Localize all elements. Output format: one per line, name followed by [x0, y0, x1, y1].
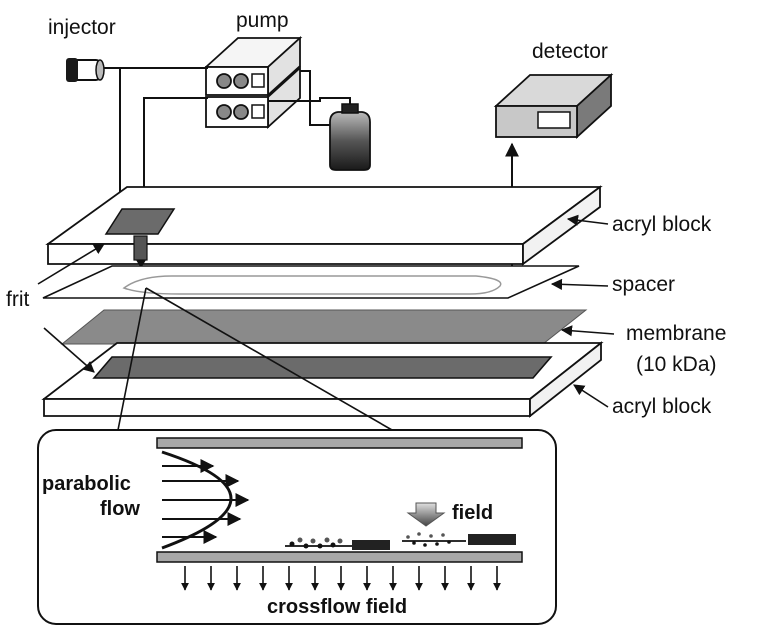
membrane-pointer — [560, 325, 615, 337]
detector-label: detector — [532, 40, 608, 63]
flow-arrows — [162, 459, 250, 544]
acryl-block-top-pointer — [566, 214, 609, 226]
membrane-label: membrane — [626, 322, 726, 345]
zoom-line-right — [145, 287, 393, 431]
membrane-cutoff-label: (10 kDa) — [636, 353, 717, 376]
acryl-block-bottom — [41, 341, 604, 418]
acryl-block-top-label: acryl block — [612, 213, 712, 236]
channel-inset: parabolic flow — [37, 429, 557, 625]
parabolic-label-line2: flow — [100, 498, 140, 520]
parabolic-profile — [161, 450, 233, 550]
frit-pointer-bottom — [43, 327, 95, 373]
crossflow-label: crossflow field — [267, 596, 407, 618]
channel-bottom-wall — [156, 551, 523, 563]
channel-top-wall — [156, 437, 523, 449]
frit-pointer-top — [37, 243, 105, 285]
spacer-pointer — [550, 278, 609, 290]
acryl-block-bottom-label: acryl block — [612, 395, 712, 418]
injector-label: injector — [48, 16, 116, 39]
spacer-label: spacer — [612, 273, 675, 296]
detector-device — [493, 72, 614, 140]
acryl-block-top — [45, 185, 603, 266]
sample-zone-right — [402, 532, 516, 547]
parabolic-label-line1: parabolic — [42, 473, 131, 495]
crossflow-arrows — [181, 566, 501, 591]
zoom-line-left — [117, 287, 147, 431]
pump-device — [203, 35, 303, 130]
acryl-block-bottom-pointer — [573, 384, 609, 408]
injector-device — [66, 58, 105, 82]
pump-label: pump — [236, 9, 289, 32]
sample-zone-left — [285, 537, 390, 550]
field-arrow-icon — [406, 502, 446, 527]
frit-inlet — [104, 208, 176, 268]
frit-bottom — [92, 356, 553, 379]
frit-label: frit — [6, 288, 29, 311]
field-label: field — [452, 502, 493, 524]
solvent-bottle — [329, 103, 371, 171]
spacer — [42, 265, 580, 299]
